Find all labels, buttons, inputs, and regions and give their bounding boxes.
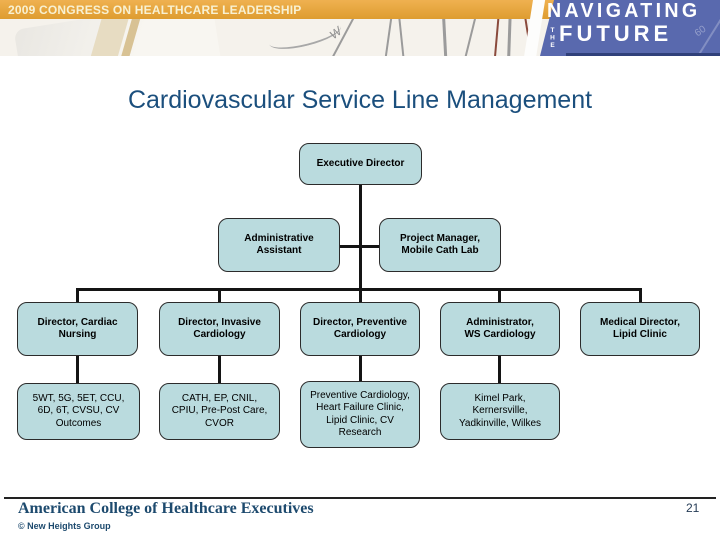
connector-drop (498, 356, 501, 383)
connector-drop (359, 356, 362, 381)
connector-drop (218, 290, 221, 302)
brand-panel: 60 (540, 0, 720, 56)
footer-divider (4, 497, 716, 499)
brand-navigating-text: NAVIGATING (547, 0, 701, 22)
connector-drop (639, 290, 642, 302)
congress-title: 2009 CONGRESS ON HEALTHCARE LEADERSHIP (8, 3, 302, 17)
connector-drop (359, 290, 362, 302)
compass-number-decoration: 60 (692, 23, 709, 40)
connector-level2 (340, 245, 380, 248)
footer-credit: © New Heights Group (18, 521, 111, 531)
brand-future-text: FUTURE (559, 21, 673, 46)
brand-the-text: THE (549, 27, 556, 50)
connector-drop (76, 290, 79, 302)
org-box-executive-director: Executive Director (299, 143, 422, 185)
org-box-director-invasive-cardiology: Director, Invasive Cardiology (159, 302, 280, 356)
org-box-director-cardiac-nursing: Director, Cardiac Nursing (17, 302, 138, 356)
org-box-project-manager-mobile-cath-lab: Project Manager, Mobile Cath Lab (379, 218, 501, 272)
org-box-ws-locations: Kimel Park, Kernersville, Yadkinville, W… (440, 383, 560, 440)
page-number: 21 (686, 501, 700, 515)
org-box-preventive-units: Preventive Cardiology, Heart Failure Cli… (300, 381, 420, 448)
org-box-administrator-ws-cardiology: Administrator, WS Cardiology (440, 302, 560, 356)
org-box-nursing-units: 5WT, 5G, 5ET, CCU, 6D, 6T, CVSU, CV Outc… (17, 383, 140, 440)
connector-drop (76, 356, 79, 383)
header-orange-band (0, 0, 560, 19)
footer-organization: American College of Healthcare Executive… (18, 500, 314, 517)
brand-panel-edge (566, 53, 720, 56)
connector-drop (498, 290, 501, 302)
connector-exec-stem (359, 185, 362, 290)
org-box-administrative-assistant: Administrative Assistant (218, 218, 340, 272)
org-box-director-preventive-cardiology: Director, Preventive Cardiology (300, 302, 420, 356)
org-box-invasive-units: CATH, EP, CNIL, CPIU, Pre-Post Care, CVO… (159, 383, 280, 440)
org-box-medical-director-lipid-clinic: Medical Director, Lipid Clinic (580, 302, 700, 356)
connector-drop (218, 356, 221, 383)
slide-title: Cardiovascular Service Line Management (127, 86, 593, 114)
connector-rail (76, 288, 642, 291)
header-banner: W 2009 CONGRESS ON HEALTHCARE LEADERSHIP… (0, 0, 720, 56)
